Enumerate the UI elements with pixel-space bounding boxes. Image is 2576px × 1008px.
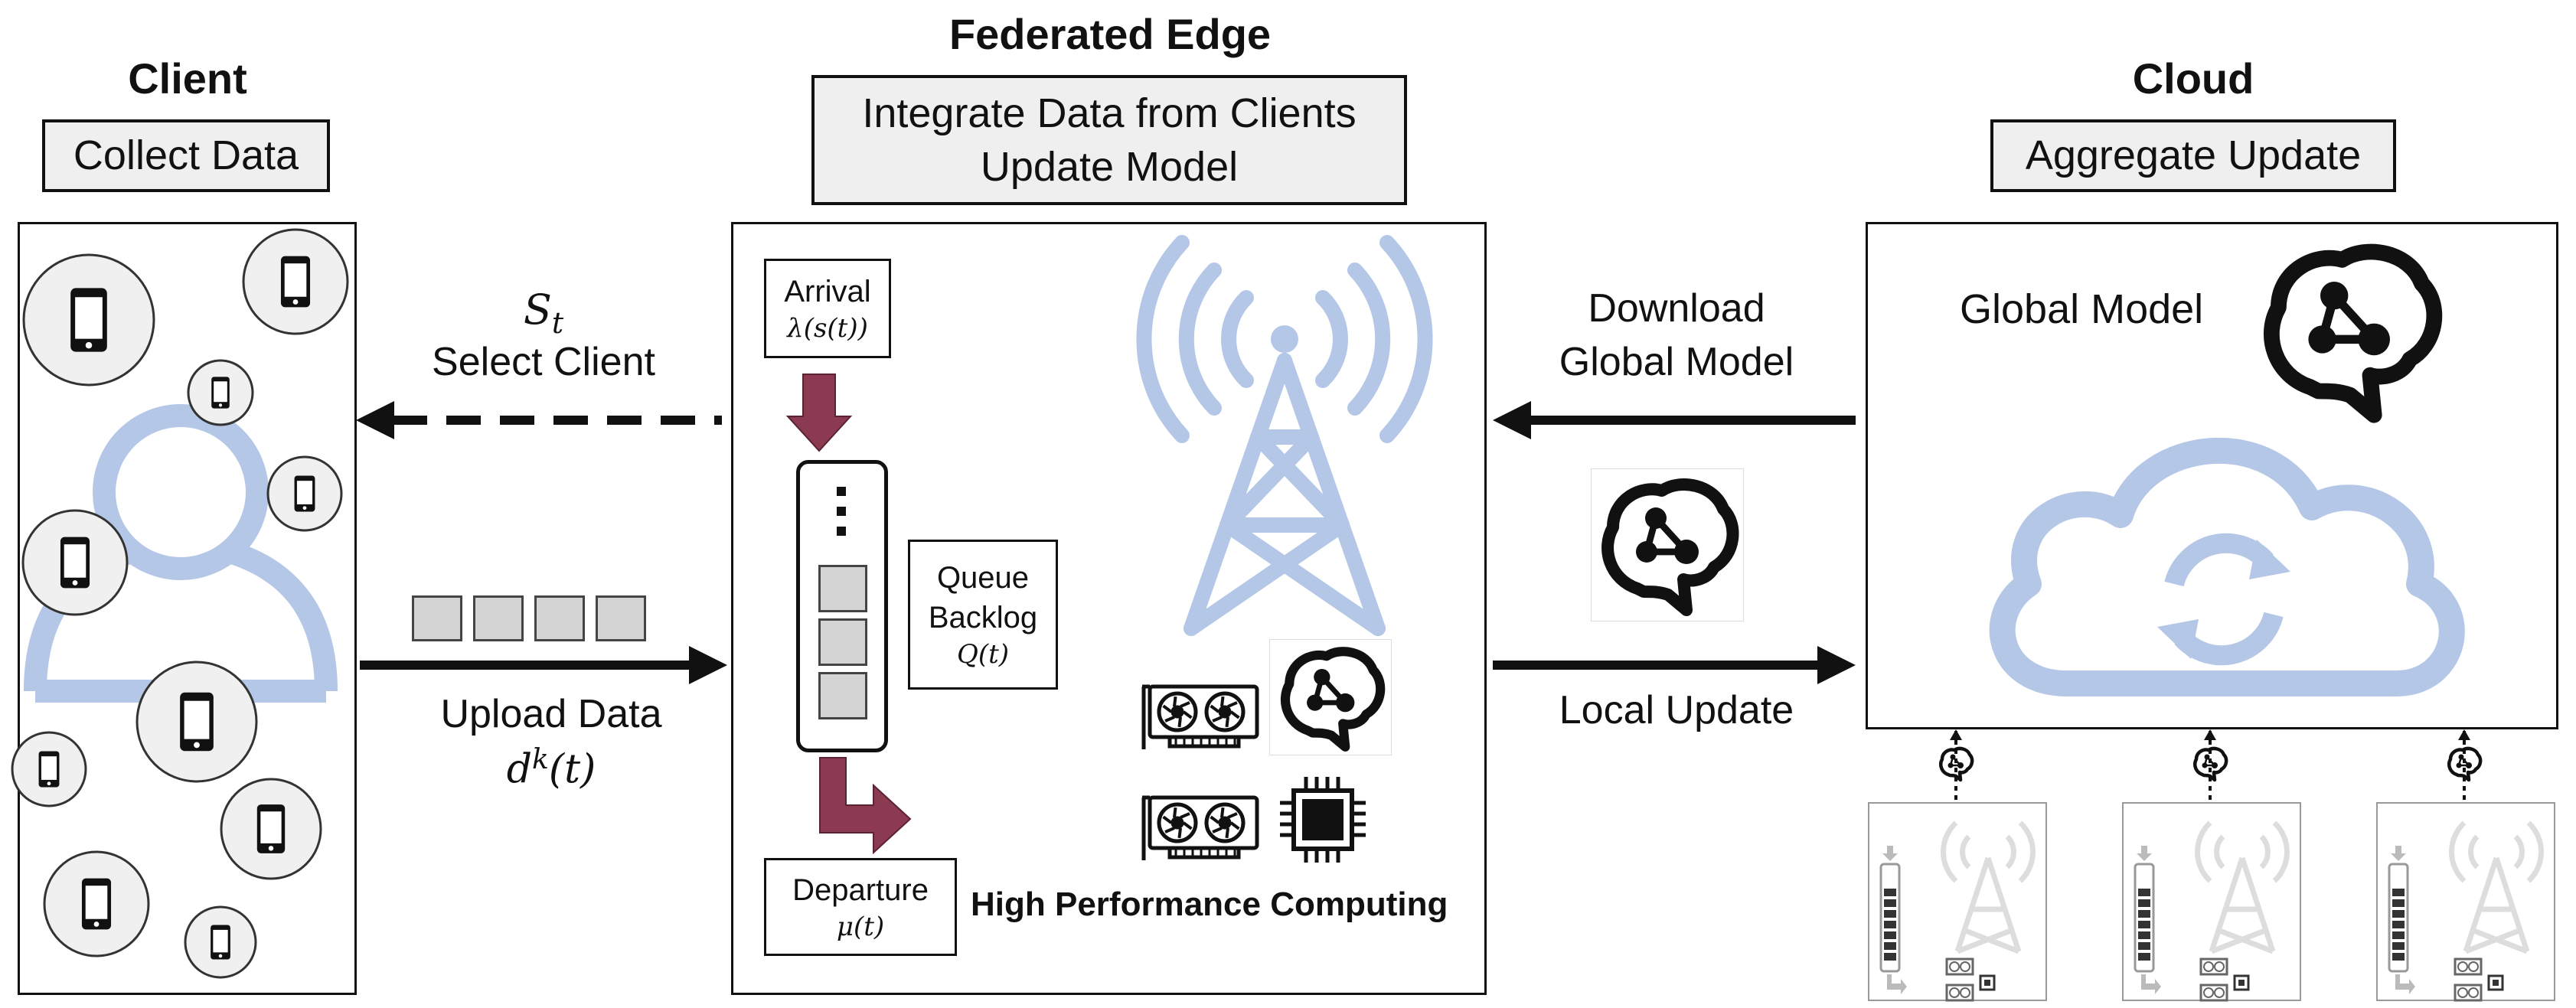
edge-action-line1: Integrate Data from Clients <box>862 90 1357 136</box>
gpu-card-icon <box>1141 684 1259 749</box>
phone-icon <box>21 509 129 616</box>
departure-arrow <box>819 757 912 855</box>
client-panel <box>11 222 357 995</box>
phone-icon <box>220 778 322 880</box>
edge-panel: Arrival λ(s(t)) Queue Backlog Q(t) Depar… <box>731 222 1487 995</box>
cloud-sync-icon <box>1989 437 2465 696</box>
arrival-math: λ(s(t)) <box>787 312 868 344</box>
edge-title: Federated Edge <box>948 10 1272 58</box>
chip-icon <box>1280 777 1366 863</box>
cloud-title: Cloud <box>2132 54 2254 103</box>
upload-data-math: dk(t) <box>506 744 596 793</box>
arrival-box: Arrival λ(s(t)) <box>764 259 891 358</box>
phone-icon <box>242 228 349 335</box>
edge-model-frame <box>1269 639 1392 755</box>
phone-icon <box>266 455 343 532</box>
cloud-action-box: Aggregate Update <box>1990 119 2396 192</box>
brain-network-icon <box>2263 243 2443 423</box>
download-label-line1: Download <box>1588 286 1765 331</box>
queue-backlog-line2: Backlog <box>928 600 1038 634</box>
departure-box: Departure μ(t) <box>764 858 957 956</box>
data-packet <box>534 595 585 641</box>
gpu-card-icon <box>1141 795 1259 860</box>
phone-icon <box>22 253 155 387</box>
queue-backlog-line1: Queue <box>936 560 1030 595</box>
upload-data-label: Upload Data <box>440 692 662 736</box>
data-packet <box>412 595 462 641</box>
phone-icon <box>135 661 258 783</box>
cloud-action-label: Aggregate Update <box>2025 132 2362 179</box>
transfer-model-frame <box>1591 468 1744 621</box>
local-update-arrow <box>1493 646 1856 684</box>
departure-math: μ(t) <box>836 911 885 942</box>
departure-label: Departure <box>792 873 929 907</box>
brain-network-icon <box>1601 478 1739 616</box>
queue-slot <box>818 672 867 719</box>
select-client-arrow <box>356 401 722 439</box>
queue-slot <box>818 565 867 612</box>
edge-replica <box>1868 729 2047 1002</box>
global-model-label: Global Model <box>1960 286 2204 332</box>
download-global-model-arrow <box>1493 401 1856 439</box>
edge-replicas <box>1868 729 2555 1002</box>
select-client-math: St <box>523 285 564 340</box>
client-action-box: Collect Data <box>42 119 330 192</box>
queue-slot <box>818 618 867 666</box>
phone-icon <box>184 905 257 979</box>
upload-data-arrow <box>360 646 727 684</box>
edge-replica <box>2376 729 2555 1002</box>
cloud-panel: Global Model <box>1866 222 2558 729</box>
arrival-label: Arrival <box>784 274 871 308</box>
hpc-label: High Performance Computing <box>971 886 1448 923</box>
download-label-line2: Global Model <box>1559 340 1794 384</box>
brain-network-icon <box>1280 647 1386 752</box>
client-action-label: Collect Data <box>73 132 299 179</box>
client-title: Client <box>128 54 247 103</box>
queue-ellipsis <box>837 487 847 536</box>
data-packet <box>473 595 524 641</box>
phone-icon <box>187 359 254 426</box>
queue-container <box>796 460 888 752</box>
phone-icon <box>43 850 150 957</box>
arrival-arrow <box>785 374 853 452</box>
queue-backlog-box: Queue Backlog Q(t) <box>908 540 1058 690</box>
edge-action-line2: Update Model <box>980 144 1239 190</box>
data-packet <box>596 595 646 641</box>
phone-icon <box>11 731 87 807</box>
select-client-label: Select Client <box>432 340 655 384</box>
queue-backlog-math: Q(t) <box>956 638 1010 670</box>
radio-tower-icon <box>1136 235 1433 636</box>
local-update-label: Local Update <box>1559 688 1794 732</box>
client-devices <box>11 228 349 979</box>
edge-action-box: Integrate Data from Clients Update Model <box>811 75 1407 205</box>
edge-replica <box>2122 729 2301 1002</box>
